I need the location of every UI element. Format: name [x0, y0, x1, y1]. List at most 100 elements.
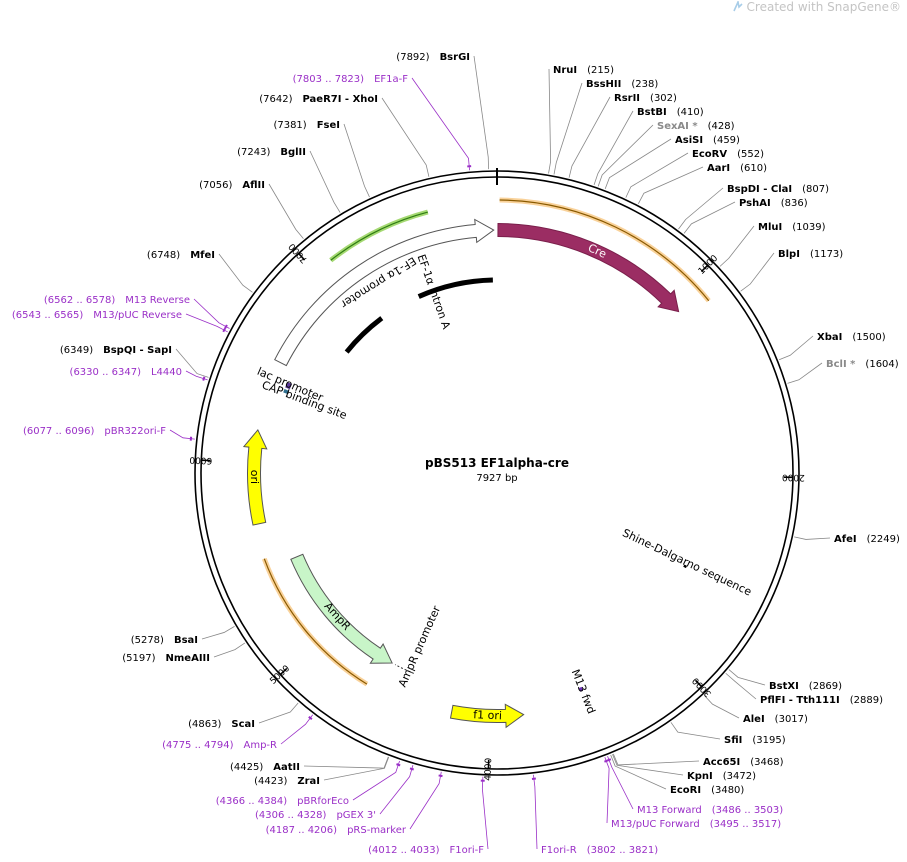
paren: (	[131, 635, 135, 646]
enzyme-label[interactable]: BssHII (238)	[586, 79, 658, 90]
gap	[799, 681, 809, 692]
primer-label[interactable]: (4012 .. 4033) F1ori-F	[368, 845, 484, 856]
primer-label[interactable]: M13 Forward (3486 .. 3503)	[637, 805, 783, 816]
amp-r-leader	[280, 714, 314, 745]
enzyme-label[interactable]: (4425) AatII	[230, 762, 300, 773]
primer-label[interactable]: (7803 .. 7823) EF1a-F	[293, 74, 409, 85]
primer-label[interactable]: (4187 .. 4206) pRS-marker	[266, 825, 407, 836]
enzyme-label[interactable]: BstBI (410)	[637, 107, 704, 118]
enzyme-label[interactable]: AarI (610)	[707, 163, 767, 174]
enzyme-label[interactable]: EcoRV (552)	[692, 149, 764, 160]
primer-label[interactable]: (6077 .. 6096) pBR322ori-F	[23, 426, 166, 437]
enzyme-label[interactable]: BlpI (1173)	[778, 249, 843, 260]
enzyme-name: AsiSI	[675, 135, 703, 146]
gap	[234, 740, 244, 751]
enzyme-label[interactable]: SfiI (3195)	[724, 735, 786, 746]
enzyme-label[interactable]: (7381) FseI	[273, 120, 340, 131]
primer-label[interactable]: M13/pUC Forward (3495 .. 3517)	[611, 819, 781, 830]
f1ori-r-leader	[533, 774, 538, 850]
enzyme-label[interactable]: (6349) BspQI - SapI	[60, 345, 172, 356]
l4440-binding-mark	[202, 376, 206, 381]
enzyme-label[interactable]: BspDI - ClaI (807)	[727, 184, 829, 195]
enzyme-label[interactable]: PflFI - Tth111I (2889)	[760, 695, 883, 706]
paren: (	[852, 332, 856, 343]
paren: (	[259, 94, 263, 105]
enzyme-label[interactable]: (7056) AflII	[199, 180, 265, 191]
primer-range: 6330 .. 6347	[73, 367, 137, 378]
primer-name: EF1a-F	[374, 74, 408, 85]
enzyme-label[interactable]: NruI (215)	[553, 65, 614, 76]
primer-label[interactable]: (6562 .. 6578) M13 Reverse	[44, 295, 190, 306]
shine-dalgarno-mark	[683, 564, 688, 569]
paer7i-xhoi-leader	[381, 97, 430, 177]
paren: (	[631, 79, 635, 90]
tick-label: 6000	[189, 454, 213, 465]
watermark-prefix: Created with	[746, 0, 828, 14]
enzyme-label[interactable]: (4423) ZraI	[254, 776, 320, 787]
gap	[840, 695, 850, 706]
feature-halos	[261, 197, 711, 687]
enzyme-position: 3017	[779, 714, 804, 725]
enzyme-label[interactable]: MluI (1039)	[758, 222, 826, 233]
sfii-leader	[670, 722, 721, 740]
paren: (	[273, 120, 277, 131]
enzyme-position: 1173	[814, 249, 839, 260]
paren: (	[587, 65, 591, 76]
enzyme-name: MfeI	[190, 250, 215, 261]
enzyme-position: 215	[591, 65, 610, 76]
enzyme-label[interactable]: PshAI (836)	[739, 198, 808, 209]
enzyme-label[interactable]: XbaI (1500)	[817, 332, 886, 343]
enzyme-label[interactable]: (7892) BsrGI	[396, 52, 470, 63]
primer-label[interactable]: (4366 .. 4384) pBRforEco	[216, 796, 349, 807]
primer-label[interactable]: (4306 .. 4328) pGEX 3'	[255, 810, 376, 821]
paren: (	[199, 180, 203, 191]
enzyme-label[interactable]: AfeI (2249)	[834, 534, 900, 545]
bsai-leader	[201, 626, 235, 640]
enzyme-label[interactable]: AleI (3017)	[743, 714, 808, 725]
enzyme-position: 3472	[727, 771, 752, 782]
ef1a-promoter-arrow	[274, 218, 495, 367]
paren: (	[255, 810, 259, 821]
paren: (	[23, 426, 27, 437]
paren: (	[750, 757, 754, 768]
primer-range: 4366 .. 4384	[220, 796, 284, 807]
cap-binding-site-mark	[283, 389, 290, 395]
paren: )	[436, 845, 440, 856]
enzyme-label[interactable]: SexAI * (428)	[657, 121, 735, 132]
enzyme-label[interactable]: (7243) BglII	[237, 147, 306, 158]
gap	[221, 719, 231, 730]
primer-range: 3495 .. 3517	[714, 819, 778, 830]
enzyme-position: 7381	[277, 120, 302, 131]
bglii-leader	[309, 150, 341, 213]
primer-label[interactable]: (6543 .. 6565) M13/pUC Reverse	[12, 310, 182, 321]
paren: (	[775, 714, 779, 725]
paren: (	[122, 653, 126, 664]
enzyme-name: FseI	[317, 120, 340, 131]
enzyme-label[interactable]: (6748) MfeI	[147, 250, 215, 261]
primer-label[interactable]: (6330 .. 6347) L4440	[70, 367, 182, 378]
enzyme-label[interactable]: (4863) ScaI	[188, 719, 255, 730]
gap	[430, 52, 440, 63]
f1ori-f-leader	[481, 776, 489, 850]
primer-label[interactable]: (4775 .. 4794) Amp-R	[162, 740, 277, 751]
prs-marker-leader	[409, 771, 442, 830]
enzyme-position: 302	[654, 93, 673, 104]
enzyme-position: 4863	[192, 719, 217, 730]
prs-marker-binding-mark	[438, 774, 443, 778]
cre-primer-arc	[499, 199, 710, 302]
enzyme-label[interactable]: AsiSI (459)	[675, 135, 740, 146]
enzyme-name: Acc65I	[703, 757, 740, 768]
enzyme-label[interactable]: RsrII (302)	[614, 93, 677, 104]
enzyme-label[interactable]: BclI * (1604)	[826, 359, 899, 370]
enzyme-label[interactable]: (7642) PaeR7I - XhoI	[259, 94, 378, 105]
gap	[855, 359, 865, 370]
enzyme-label[interactable]: BstXI (2869)	[769, 681, 842, 692]
enzyme-label[interactable]: KpnI (3472)	[687, 771, 756, 782]
enzyme-label[interactable]: EcoRI (3480)	[670, 785, 744, 796]
primer-label[interactable]: F1ori-R (3802 .. 3821)	[541, 845, 658, 856]
enzyme-label[interactable]: Acc65I (3468)	[703, 757, 784, 768]
enzyme-label[interactable]: (5278) BsaI	[131, 635, 198, 646]
paren: (	[70, 367, 74, 378]
paren: )	[160, 635, 164, 646]
enzyme-label[interactable]: (5197) NmeAIII	[122, 653, 210, 664]
